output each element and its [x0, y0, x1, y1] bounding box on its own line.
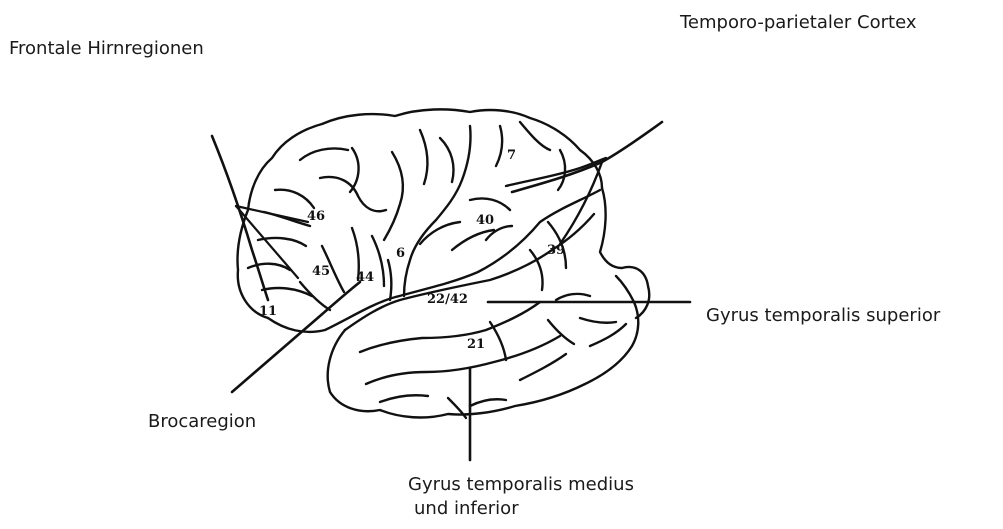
area-44-label: 44 — [356, 270, 374, 285]
pointer-line-frontal — [212, 136, 268, 300]
und-inferior-label: und inferior — [414, 498, 519, 520]
frontal-regions-label: Frontale Hirnregionen — [9, 38, 204, 60]
broca-region-label: Brocaregion — [148, 411, 256, 433]
area-11-label: 11 — [259, 304, 277, 319]
area-22-42-label: 22/42 — [427, 292, 468, 307]
area-6-label: 6 — [396, 246, 405, 261]
area-45-label: 45 — [312, 264, 330, 279]
area-39-label: 39 — [547, 243, 565, 258]
temporo-parietal-label: Temporo-parietaler Cortex — [680, 12, 917, 34]
area-7-label: 7 — [507, 148, 516, 163]
area-46-label: 46 — [307, 209, 325, 224]
occipital-outline — [600, 188, 649, 318]
brain-outline-upper — [237, 109, 602, 318]
area-40-label: 40 — [476, 213, 494, 228]
gyrus-temporalis-superior-label: Gyrus temporalis superior — [706, 305, 940, 327]
gyrus-temporalis-medius-label: Gyrus temporalis medius — [408, 474, 634, 496]
area-21-label: 21 — [467, 337, 485, 352]
